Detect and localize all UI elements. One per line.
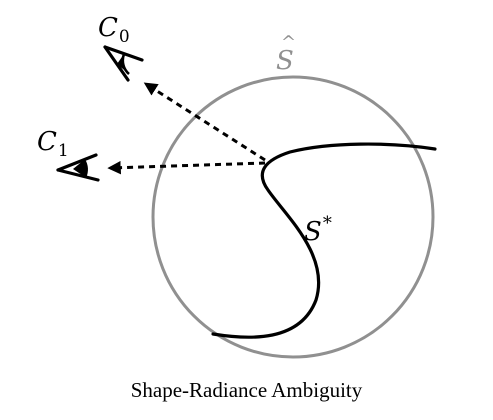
surface-label: S*	[304, 213, 332, 247]
camera-0-label: C0	[98, 13, 130, 47]
ray-to-camera-0	[143, 82, 266, 162]
sphere-outline	[151, 75, 435, 359]
figure-caption: Shape-Radiance Ambiguity	[130, 378, 363, 402]
sphere-label-accent: ^	[281, 32, 296, 53]
camera-1-label: C1	[37, 127, 69, 161]
sphere-label: S	[276, 46, 294, 76]
eye-icon	[103, 45, 144, 82]
eye-icon	[56, 153, 100, 182]
surface-curve	[211, 142, 437, 339]
ray-to-camera-1	[107, 160, 266, 175]
